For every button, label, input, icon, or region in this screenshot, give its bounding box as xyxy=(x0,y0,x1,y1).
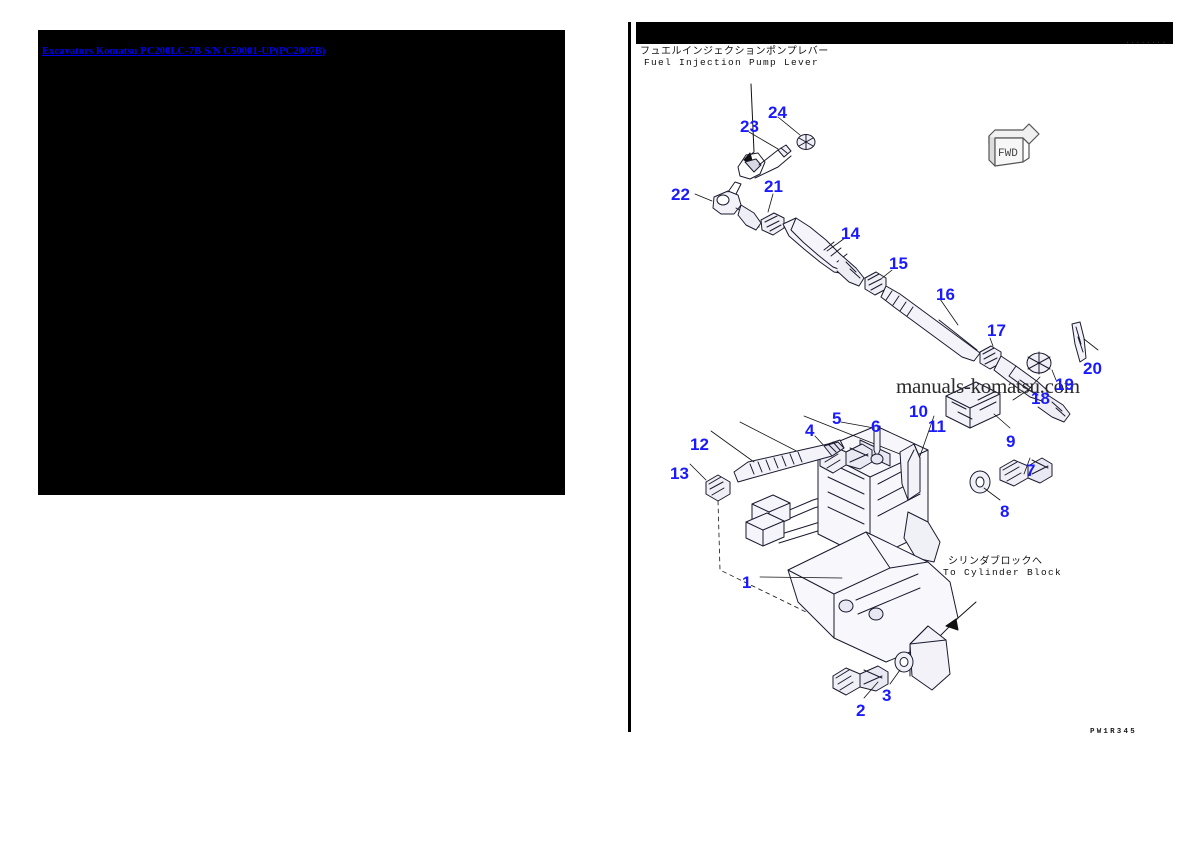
callout-number-12: 12 xyxy=(690,435,709,454)
callout-number-2: 2 xyxy=(856,701,866,720)
callout-number-13: 13 xyxy=(670,464,689,483)
callout-number-18: 18 xyxy=(1031,389,1050,408)
catalog-link[interactable]: Excavators Komatsu PC200LC-7B S/N C50001… xyxy=(42,46,326,57)
callout-number-21: 21 xyxy=(764,177,783,196)
callout-number-19: 19 xyxy=(1055,375,1074,394)
catalog-preview-panel: Excavators Komatsu PC200LC-7B S/N C50001… xyxy=(38,30,565,495)
callout-number-9: 9 xyxy=(1006,432,1016,451)
callout-number-20: 20 xyxy=(1083,359,1102,378)
watermark-text: manuals-komatsu.com xyxy=(896,374,1080,398)
parts-diagram-panel: ........ xyxy=(628,22,1173,738)
callout-number-24: 24 xyxy=(768,103,787,122)
callout-number-5: 5 xyxy=(832,409,842,428)
callout-number-22: 22 xyxy=(671,185,690,204)
callout-number-23: 23 xyxy=(740,117,759,136)
callout-number-15: 15 xyxy=(889,254,908,273)
to-cylinder-block-label-en: To Cylinder Block xyxy=(943,567,1063,578)
diagram-title-en: Fuel Injection Pump Lever xyxy=(644,57,820,68)
to-cylinder-block-label-jp: シリンダブロックへ xyxy=(948,556,1043,567)
diagram-left-border xyxy=(628,22,631,732)
callout-number-1: 1 xyxy=(742,573,752,592)
callout-number-6: 6 xyxy=(871,417,881,436)
callout-number-11: 11 xyxy=(928,417,946,436)
callout-number-10: 10 xyxy=(909,402,928,421)
fwd-arrow-icon: FWD xyxy=(988,123,1040,167)
callout-number-3: 3 xyxy=(882,686,892,705)
callout-number-8: 8 xyxy=(1000,502,1010,521)
callout-number-17: 17 xyxy=(987,321,1006,340)
parts-diagram-drawing xyxy=(689,83,1099,699)
callout-number-7: 7 xyxy=(1026,461,1036,480)
diagram-topbar-code: ........ xyxy=(1125,38,1167,46)
fwd-label: FWD xyxy=(998,148,1018,160)
diagram-title-jp: フュエルインジェクションポンプレバー xyxy=(640,46,829,57)
diagram-footer-code: PW1R345 xyxy=(1090,728,1137,736)
callout-number-14: 14 xyxy=(841,224,860,243)
diagram-top-bar: ........ xyxy=(636,22,1173,46)
callout-number-16: 16 xyxy=(936,285,955,304)
callout-number-4: 4 xyxy=(805,421,815,440)
